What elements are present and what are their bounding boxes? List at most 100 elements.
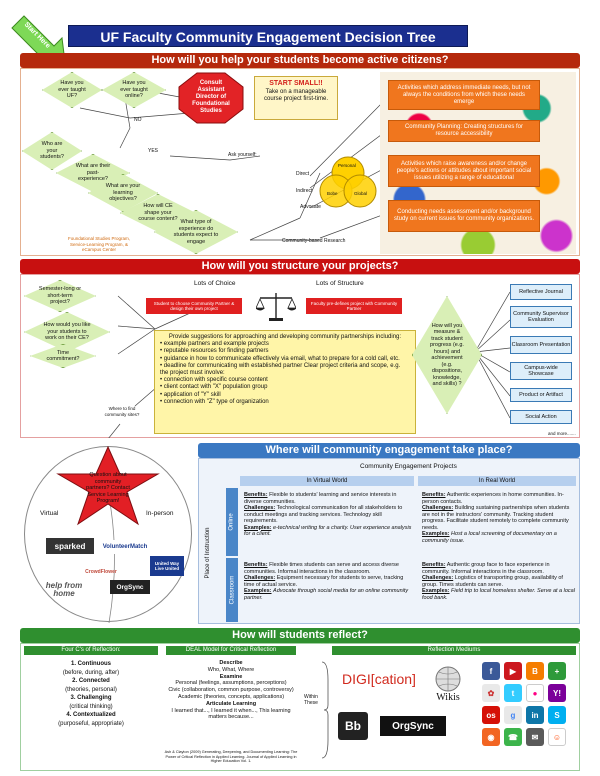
question-star: Question about community partners? Conta… xyxy=(56,445,160,526)
label-no: NO xyxy=(134,117,142,123)
label-community-based-research: Community-based Research xyxy=(282,238,346,244)
four-c-4: 4. Contextualized xyxy=(66,712,116,718)
reddit-icon: ☺ xyxy=(548,728,566,746)
circle-bobe: Bobe xyxy=(327,191,338,196)
page-title: UF Faculty Community Engagement Decision… xyxy=(68,25,468,47)
list-item: guidance in how to communicate effective… xyxy=(160,356,410,363)
four-c-1: 1. Continuous xyxy=(71,661,111,667)
label-in-person: In-person xyxy=(146,510,174,517)
box-indirect: Community Planning: Creating structures … xyxy=(388,120,540,142)
suggestions-note: Provide suggestions for approaching and … xyxy=(154,330,416,434)
box-research: Conducting needs assessment and/or backg… xyxy=(388,200,540,232)
four-c-3: 3. Challenging xyxy=(70,695,112,701)
blogger-icon: B xyxy=(526,662,544,680)
label-yes: YES xyxy=(148,148,159,154)
skype-icon: S xyxy=(548,706,566,724)
plus-icon: + xyxy=(548,662,566,680)
label-indirect: Indirect xyxy=(296,188,313,194)
option-social-action: Social Action xyxy=(510,410,572,424)
label-lots-of-choice: Lots of Choice xyxy=(194,280,236,287)
question-how-work: How would you like your students to work… xyxy=(24,312,110,352)
question-time-commitment: Time commitment? xyxy=(30,344,96,368)
wikis-icon: Wikis xyxy=(428,664,468,704)
logo-volunteermatch: VolunteerMatch xyxy=(98,540,152,554)
label-within-these: Within These xyxy=(304,694,318,706)
start-small-title: START SMALL!! xyxy=(269,80,323,87)
question-where-find: Where to find community sites? xyxy=(104,406,140,417)
logo-wikis: Wikis xyxy=(436,692,460,703)
suggestions-title: Provide suggestions for approaching and … xyxy=(168,334,402,340)
list-item: connection with specific course content xyxy=(160,377,410,384)
circle-personal: Personal xyxy=(338,163,356,168)
label-advocate: Advocate xyxy=(300,204,321,210)
list-item: example partners and example projects xyxy=(160,341,410,348)
row-label-place: Place of Instruction xyxy=(205,527,211,579)
google-icon: g xyxy=(504,706,522,724)
logo-help-from-home: help from home xyxy=(45,581,83,598)
section1-header: How will you help your students become a… xyxy=(20,53,580,68)
circle-global: Global xyxy=(354,191,368,196)
yahoo-icon: Y! xyxy=(548,684,566,702)
scale-icon xyxy=(255,290,297,322)
start-small-body: Take on a manageable course project firs… xyxy=(263,89,329,102)
logo-united-way: United Way Live United xyxy=(150,556,184,576)
question-learning-objectives: What are your learning objectives? xyxy=(88,174,158,212)
option-faculty-predefines: Faculty pre-defines project with Communi… xyxy=(306,298,402,314)
option-student-chooses: Student to choose Community Partner & de… xyxy=(146,298,242,314)
deal-citation: Ash & Clayton (2009) Generating, Deepeni… xyxy=(164,750,298,764)
start-small-box: START SMALL!! Take on a manageable cours… xyxy=(254,76,338,120)
table-title: Community Engagement Projects xyxy=(360,463,457,470)
section1-connectors xyxy=(79,89,386,241)
question-taught-uf: Have you ever taught UF? xyxy=(42,72,102,108)
option-reflective-journal: Reflective Journal xyxy=(510,284,572,300)
box-direct: Activities which address immediate needs… xyxy=(388,80,540,110)
section1-footnote: Foundational Studies Program, Service-Le… xyxy=(67,236,131,252)
label-and-more: and more....... xyxy=(548,431,576,436)
logo-orgsync: OrgSync xyxy=(110,580,150,594)
label-ask-yourself: Ask yourself: xyxy=(228,152,257,158)
section4-header: How will students reflect? xyxy=(20,628,580,643)
four-cs-list: 1. Continuous (before, during, after) 2.… xyxy=(24,660,158,728)
lastfm-icon: os xyxy=(482,706,500,724)
box-advocate: Activities which raise awareness and/or … xyxy=(388,155,540,187)
within-bracket xyxy=(321,661,329,759)
question-who-students: Who are your students? xyxy=(22,132,82,170)
section2-header: How will you structure your projects? xyxy=(20,259,580,274)
flickr-icon: ● xyxy=(526,684,544,702)
section3-header: Where will community engagement take pla… xyxy=(198,443,580,458)
question-taught-online: Have you ever taught online? xyxy=(102,72,166,108)
email-icon: ✉ xyxy=(526,728,544,746)
label-lots-of-structure: Lots of Structure xyxy=(316,280,364,287)
option-supervisor-evaluation: Community Supervisor Evaluation xyxy=(510,306,572,328)
option-product-artifact: Product or Artifact xyxy=(510,388,572,402)
cell-classroom-real: Benefits: Authentic group face to face e… xyxy=(422,562,575,601)
column-header-virtual: In Virtual World xyxy=(240,476,414,486)
list-item: deadline for communicating with establis… xyxy=(160,363,410,377)
deal-header: DEAL Model for Critical Reflection xyxy=(166,646,296,655)
label-direct: Direct xyxy=(296,171,310,177)
logo-orgsync-reflect: OrgSync xyxy=(380,716,446,736)
facebook-icon: f xyxy=(482,662,500,680)
question-ce-shape: How will CE shape your course content? xyxy=(120,194,196,232)
option-classroom-presentation: Classroom Presentation xyxy=(510,336,572,354)
rss-icon: ◉ xyxy=(482,728,500,746)
mediums-header: Reflection Mediums xyxy=(332,646,576,655)
four-cs-header: Four C's of Reflection: xyxy=(24,646,158,655)
cell-classroom-virtual: Benefits: Flexible times students can se… xyxy=(244,562,409,601)
label-virtual: Virtual xyxy=(40,510,59,517)
question-measure-progress: How will you measure & track student pro… xyxy=(412,296,482,414)
linkedin-icon: in xyxy=(526,706,544,724)
logo-sparked: sparked xyxy=(46,538,94,554)
row-header-classroom: Classroom xyxy=(226,558,238,622)
row-header-online: Online xyxy=(226,488,238,556)
twitter-icon: t xyxy=(504,684,522,702)
option-campus-showcase: Campus-wide Showcase xyxy=(510,362,572,380)
logo-blackboard: Bb xyxy=(338,712,368,740)
cell-online-virtual: Benefits: Flexible to students' learning… xyxy=(244,492,412,537)
picasa-icon: ✿ xyxy=(482,684,500,702)
column-header-real: In Real World xyxy=(418,476,576,486)
logo-digication: DIGI[cation] xyxy=(342,671,416,687)
logo-crowdflower: CrowdFlower xyxy=(85,569,117,575)
list-item: connection with "Z" type of organization xyxy=(160,399,410,406)
list-item: client contact with "X" population group xyxy=(160,384,410,391)
